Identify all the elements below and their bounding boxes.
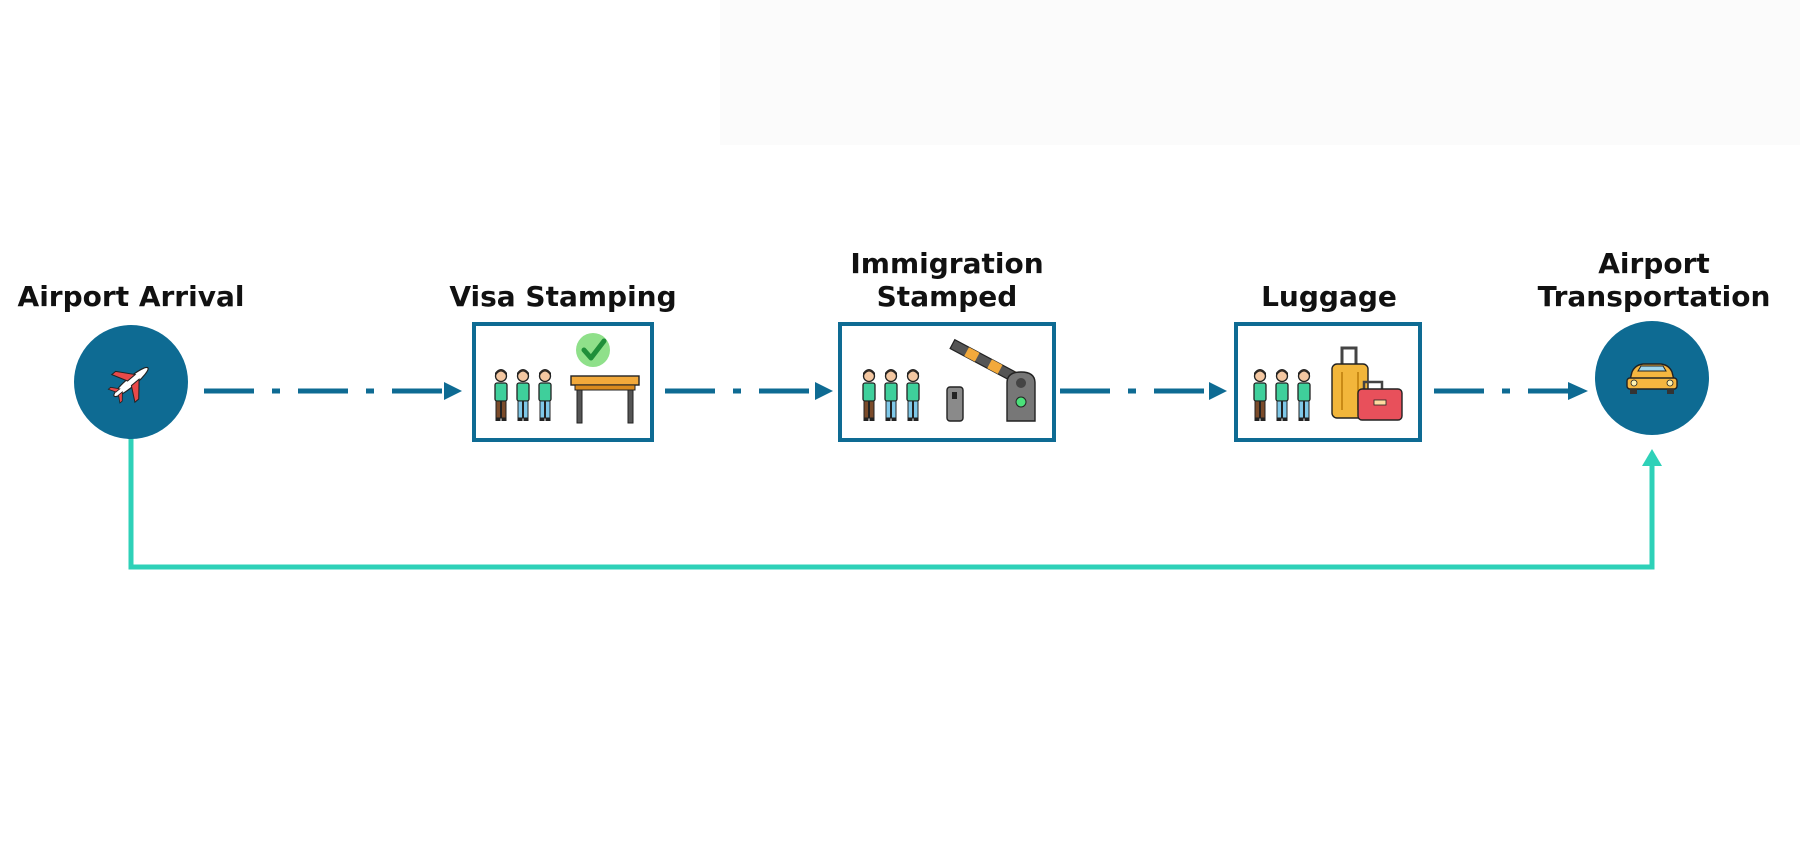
background-panel [720, 0, 1800, 145]
label-airport-transportation: Airport Transportation [1537, 247, 1771, 313]
label-luggage: Luggage [1261, 280, 1397, 313]
node-immigration-stamped [838, 322, 1056, 442]
queue-with-suitcases-icon [1254, 346, 1403, 421]
connector-arrival-to-visa [204, 382, 462, 400]
airplane-icon [107, 366, 149, 404]
node-airport-transportation [1595, 321, 1709, 435]
connector-luggage-to-transport [1434, 382, 1588, 400]
label-visa-stamping: Visa Stamping [449, 280, 677, 313]
node-airport-arrival [74, 325, 188, 439]
queue-with-desk-and-check-icon [495, 333, 640, 424]
queue-with-barrier-gate-icon [863, 338, 1036, 422]
connector-immigration-to-luggage [1060, 382, 1227, 400]
node-luggage [1234, 322, 1422, 442]
bypass-connector [128, 438, 1662, 570]
node-visa-stamping [472, 322, 654, 442]
label-immigration-stamped: Immigration Stamped [850, 247, 1044, 313]
car-icon [1626, 363, 1678, 394]
connector-visa-to-immigration [665, 382, 833, 400]
label-airport-arrival: Airport Arrival [17, 280, 245, 313]
